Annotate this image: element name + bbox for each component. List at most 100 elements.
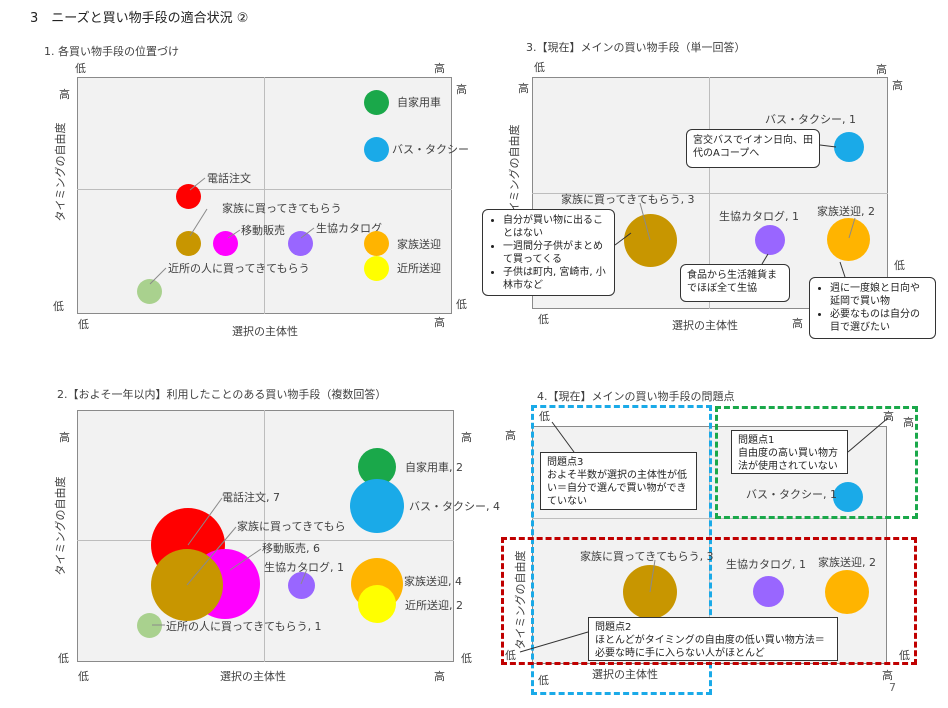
panel2-nbrride-label: 近所送迎, 2	[405, 599, 463, 612]
panel3-callout-family: 自分が買い物に出ることはない 一週間分子供がまとめて買ってくる 子供は町内, 宮…	[482, 209, 615, 296]
panel1-phone-label: 電話注文	[207, 172, 251, 185]
panel1-car-label: 自家用車	[397, 96, 441, 109]
panel1-right-low: 低	[456, 298, 467, 311]
panel3-callout-family-item: 子供は町内, 宮崎市, 小林市など	[503, 266, 608, 292]
panel4-problem2-zone	[501, 537, 917, 665]
panel1-family-dot	[176, 231, 201, 256]
panel1-family-label: 家族に買ってきてもらう	[222, 202, 342, 215]
panel4-x-label: 選択の主体性	[592, 668, 658, 681]
panel2-car-label: 自家用車, 2	[405, 461, 463, 474]
page-title: 3 ニーズと買い物手段の適合状況 ②	[30, 11, 249, 26]
panel3-right-high: 高	[892, 79, 903, 92]
panel1-mobile-label: 移動販売	[241, 224, 285, 237]
panel4-y-high: 高	[505, 429, 516, 442]
panel3-title: 3.【現在】メインの買い物手段（単一回答）	[526, 41, 746, 54]
panel1-x-high: 高	[434, 316, 445, 329]
panel3-callout-bus: 宮交バスでイオン日向、田代のAコープへ	[686, 129, 820, 168]
panel3-coop-label: 生協カタログ, 1	[719, 210, 799, 223]
panel4-bus-dot	[833, 482, 863, 512]
panel1-famride-dot	[364, 231, 389, 256]
panel1-y-low: 低	[53, 300, 64, 313]
panel1-mobile-dot	[213, 231, 238, 256]
panel4-right-low: 低	[899, 649, 910, 662]
panel1-bus-label: バス・タクシー	[392, 143, 469, 156]
panel4-top-low: 低	[539, 410, 550, 423]
panel1-x-low: 低	[78, 318, 89, 331]
panel3-famride-label: 家族送迎, 2	[817, 205, 875, 218]
panel2-nbrride-dot	[358, 585, 396, 623]
panel4-problem1-zone	[715, 406, 918, 519]
panel1-y-high: 高	[59, 88, 70, 101]
panel3-bus-dot	[834, 132, 864, 162]
panel2-phone-label: 電話注文, 7	[222, 491, 280, 504]
panel3-top-low: 低	[534, 61, 545, 74]
panel3-family-label: 家族に買ってきてもらう, 3	[561, 193, 695, 206]
panel1-x-label: 選択の主体性	[232, 325, 298, 338]
panel4-coop-label: 生協カタログ, 1	[726, 558, 806, 571]
panel3-family-dot	[624, 214, 677, 267]
page-number: 7	[889, 681, 896, 694]
panel4-problem3-title: 問題点3	[547, 457, 584, 468]
panel1-car-dot	[364, 90, 389, 115]
panel3-callout-ride-item: 必要なものは自分の目で選びたい	[830, 308, 929, 334]
panel4-problem2-text: ほとんどがタイミングの自由度の低い買い物方法＝必要な時に手に入らない人がほとんど	[595, 635, 825, 659]
panel1-top-left-low: 低	[75, 62, 86, 75]
panel4-coop-dot	[753, 576, 784, 607]
panel2-x-high: 高	[434, 670, 445, 683]
panel4-problem2-box: 問題点2 ほとんどがタイミングの自由度の低い買い物方法＝必要な時に手に入らない人…	[588, 617, 838, 661]
panel3-right-low: 低	[894, 259, 905, 272]
panel4-famride-label: 家族送迎, 2	[818, 556, 876, 569]
panel3-x-label: 選択の主体性	[672, 319, 738, 332]
panel4-problem3-text: およそ半数が選択の主体性が低い＝自分で選んで買い物ができていない	[547, 470, 687, 507]
panel2-bus-label: バス・タクシー, 4	[409, 500, 500, 513]
panel1-nbrride-label: 近所送迎	[397, 262, 441, 275]
panel3-top-high: 高	[876, 63, 887, 76]
panel2-famride-label: 家族送迎, 4	[404, 575, 462, 588]
panel2-y-high: 高	[59, 431, 70, 444]
panel2-bus-dot	[350, 479, 404, 533]
panel1-top-right-high: 高	[434, 62, 445, 75]
panel2-right-low: 低	[461, 652, 472, 665]
panel3-famride-dot	[827, 218, 870, 261]
panel2-coop-label: 生協カタログ, 1	[264, 561, 344, 574]
panel2-x-label: 選択の主体性	[220, 670, 286, 683]
panel3-callout-ride-item: 週に一度娘と日向や延岡で買い物	[830, 282, 929, 308]
panel4-x-low: 低	[538, 674, 549, 687]
panel1-coop-dot	[288, 231, 313, 256]
panel2-x-low: 低	[78, 670, 89, 683]
panel2-coop-dot	[288, 572, 315, 599]
panel3-callout-family-item: 一週間分子供がまとめて買ってくる	[503, 240, 608, 266]
panel3-x-high: 高	[792, 317, 803, 330]
panel1-title: 1. 各買い物手段の位置づけ	[44, 45, 179, 58]
panel1-phone-dot	[176, 184, 201, 209]
panel1-nbrbuy-dot	[137, 279, 162, 304]
panel4-family-label: 家族に買ってきてもらう, 3	[580, 550, 714, 563]
panel3-callout-ride: 週に一度娘と日向や延岡で買い物 必要なものは自分の目で選びたい	[809, 277, 936, 339]
panel2-y-low: 低	[58, 652, 69, 665]
panel2-right-high: 高	[461, 431, 472, 444]
panel1-nbrride-dot	[364, 256, 389, 281]
panel4-x-high: 高	[882, 669, 893, 682]
panel4-problem1-title: 問題点1	[738, 435, 775, 446]
panel2-family-label: 家族に買ってきてもら	[237, 520, 346, 533]
panel3-callout-coop: 食品から生活雑貨までほぼ全て生協	[680, 264, 790, 302]
panel3-bus-label: バス・タクシー, 1	[765, 113, 856, 126]
panel1-right-high: 高	[456, 83, 467, 96]
panel2-title: 2.【およそ一年以内】利用したことのある買い物手段（複数回答）	[57, 388, 387, 401]
panel1-coop-label: 生協カタログ	[316, 222, 382, 235]
panel4-problem3-box: 問題点3 およそ半数が選択の主体性が低い＝自分で選んで買い物ができていない	[540, 452, 697, 510]
panel2-mobile-label: 移動販売, 6	[262, 542, 320, 555]
panel4-problem3-zone	[531, 405, 712, 695]
panel3-x-low: 低	[538, 313, 549, 326]
panel3-y-high: 高	[518, 82, 529, 95]
panel3-callout-family-item: 自分が買い物に出ることはない	[503, 214, 608, 240]
panel4-y-low: 低	[505, 649, 516, 662]
panel4-bus-label: バス・タクシー, 1	[746, 488, 837, 501]
panel3-coop-dot	[755, 225, 785, 255]
panel4-problem2-title: 問題点2	[595, 622, 632, 633]
panel4-problem1-text: 自由度の高い買い物方法が使用されていない	[738, 448, 838, 472]
panel1-nbrbuy-label: 近所の人に買ってきてもらう	[168, 262, 310, 275]
panel4-top-high: 高	[883, 410, 894, 423]
panel4-title: 4.【現在】メインの買い物手段の問題点	[537, 390, 735, 403]
